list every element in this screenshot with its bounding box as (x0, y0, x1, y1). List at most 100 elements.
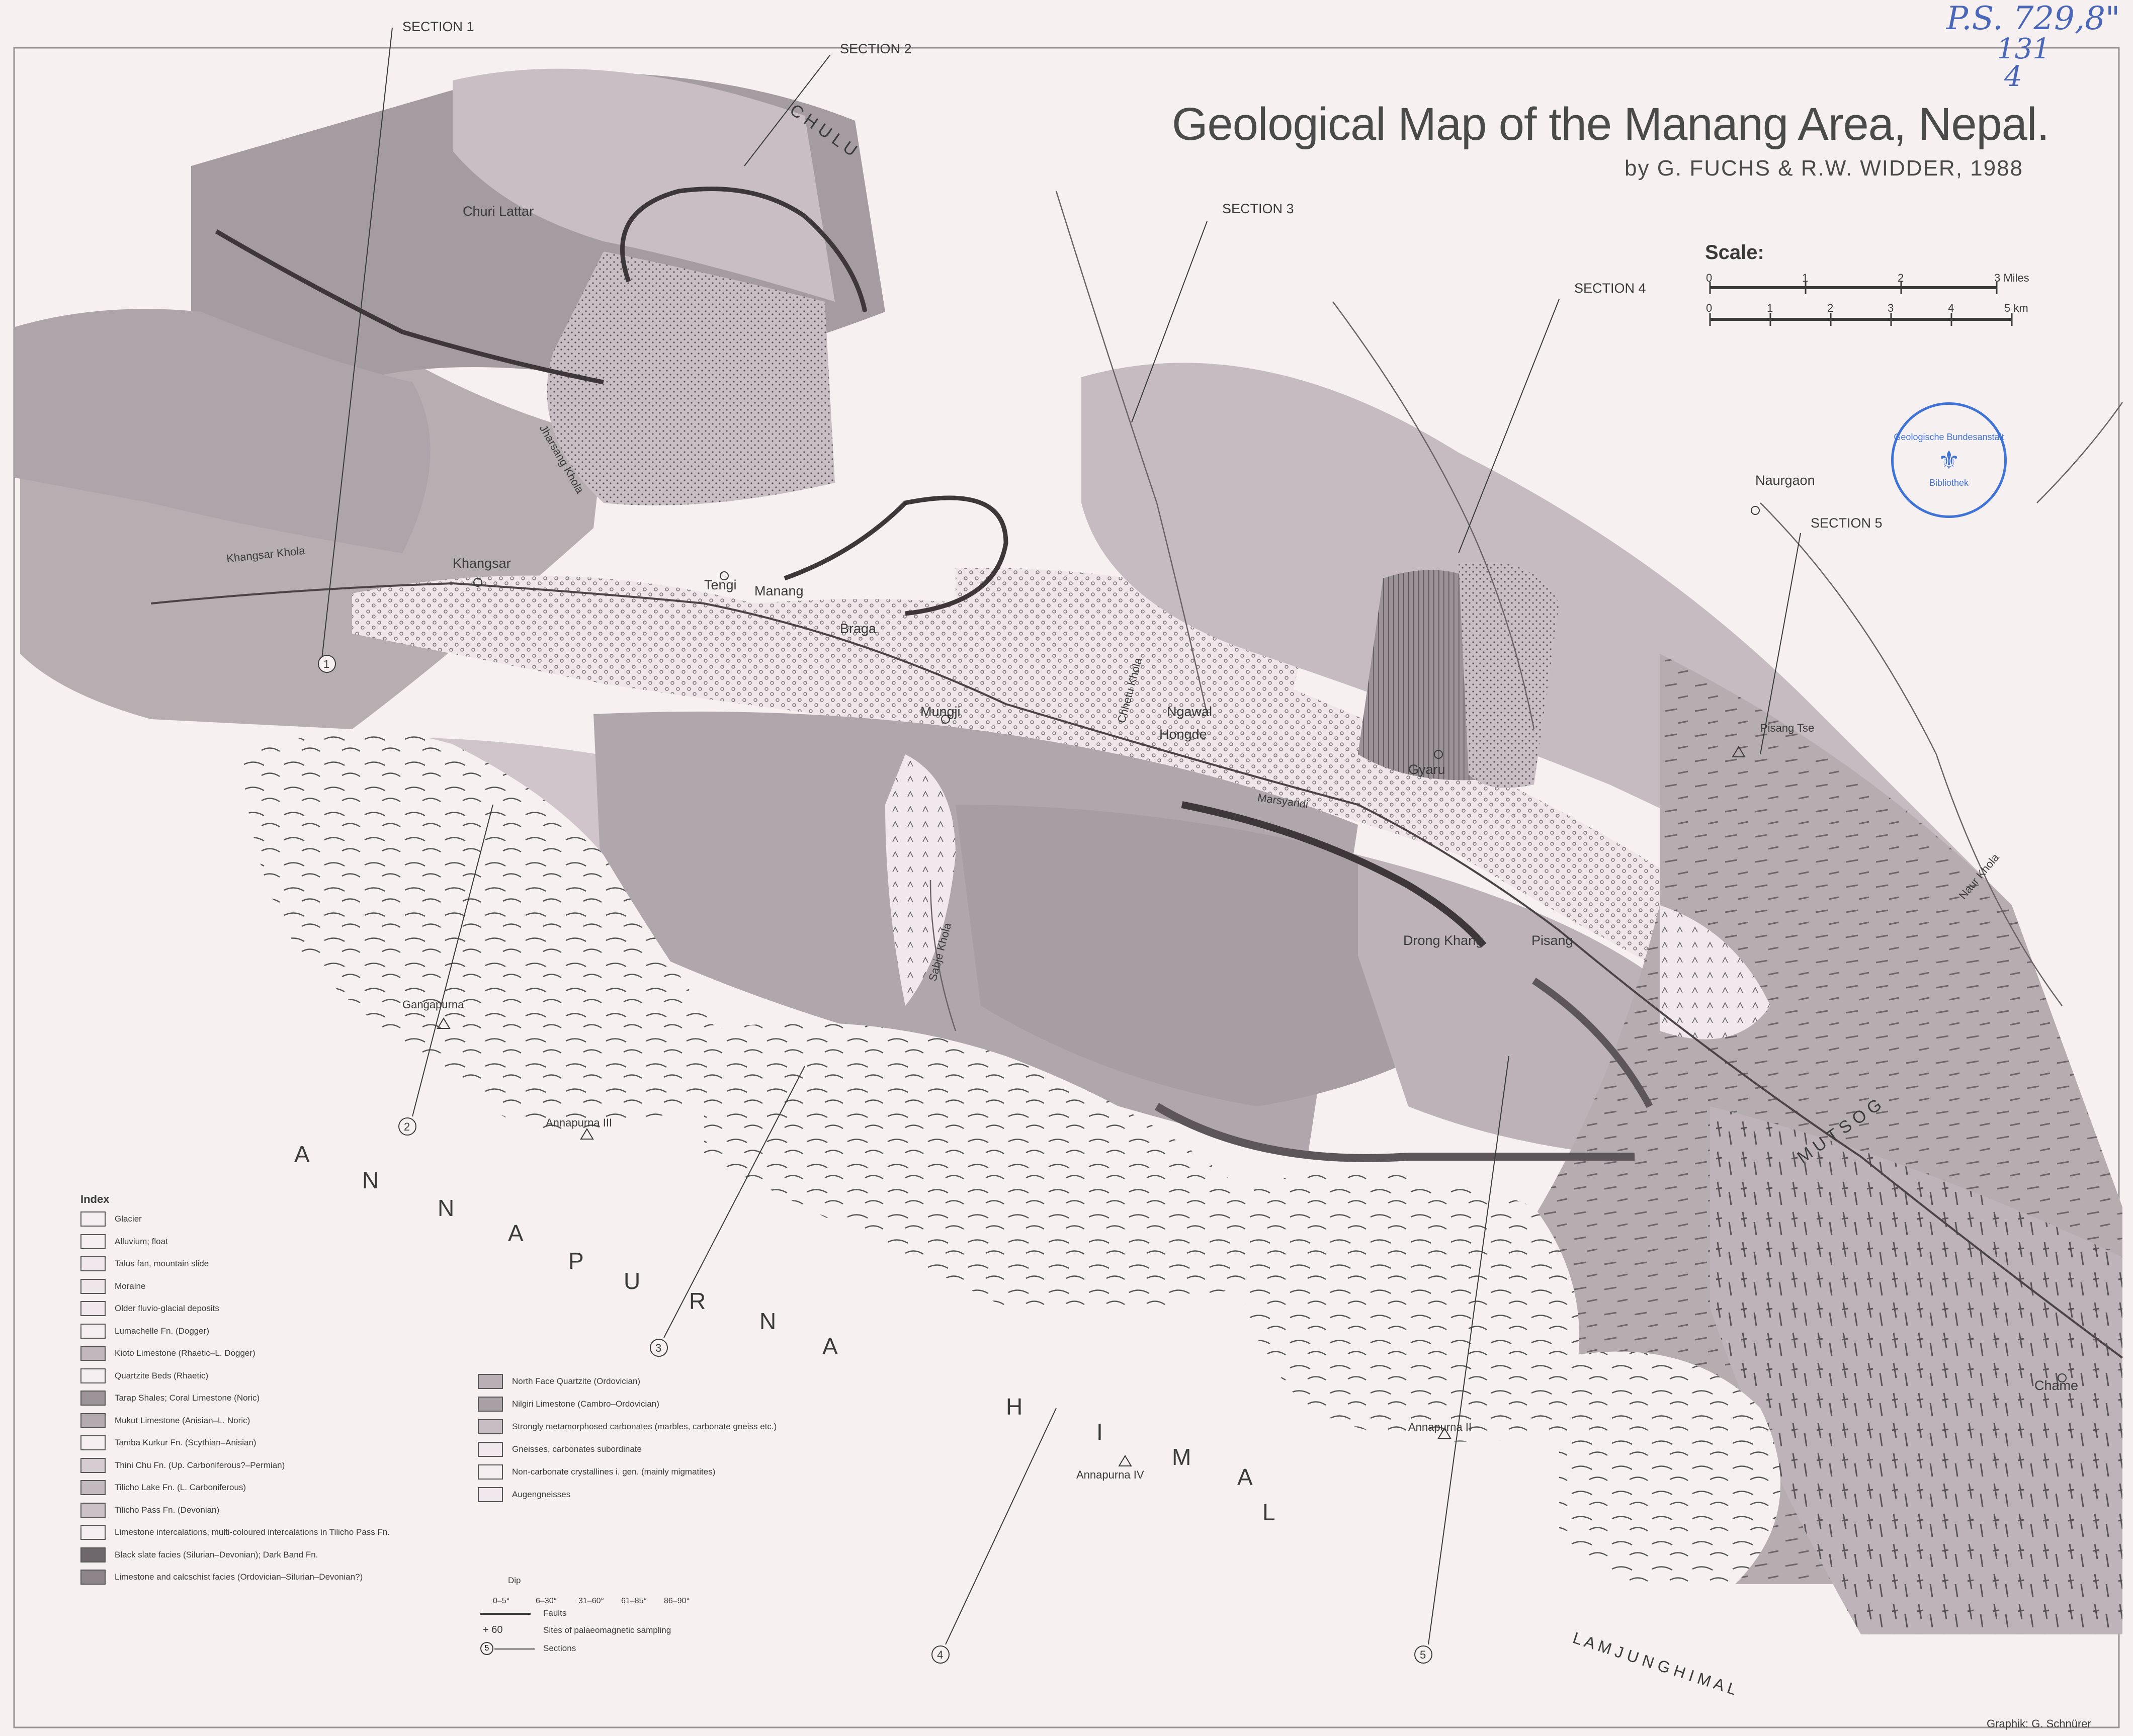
legend-swatch (478, 1374, 503, 1389)
legend-row: Black slate facies (Silurian–Devonian); … (80, 1545, 318, 1565)
legend-row: North Face Quartzite (Ordovician) (478, 1372, 640, 1391)
big-name-letter: A (294, 1141, 310, 1167)
place-hongde: Hongde (1159, 727, 1207, 742)
peak-annapurna-iii: Annapurna III (546, 1116, 613, 1129)
dip-61-85: 61–85° (621, 1597, 647, 1605)
legend-label: Kioto Limestone (Rhaetic–L. Dogger) (115, 1348, 255, 1358)
legend-swatch (80, 1413, 106, 1428)
legend-swatch (80, 1346, 106, 1361)
legend-label: Tarap Shales; Coral Limestone (Noric) (115, 1393, 260, 1403)
place-manang: Manang (754, 583, 804, 598)
place-mungji: Mungji (920, 704, 961, 719)
catalog-note-2: 131 (1997, 33, 2051, 65)
legend-swatch (80, 1368, 106, 1383)
place-naurgaon: Naurgaon (1755, 473, 1815, 488)
legend-row: Tilicho Lake Fn. (L. Carboniferous) (80, 1478, 246, 1497)
place-drong-khang: Drong Khang (1403, 933, 1484, 948)
big-name-letter: P (568, 1248, 584, 1274)
legend-row: Glacier (80, 1209, 142, 1229)
big-name-letter: U (624, 1268, 641, 1294)
map-title: Geological Map of the Manang Area, Nepal… (1172, 99, 2050, 150)
legend-swatch (478, 1464, 503, 1480)
legend-row: Tarap Shales; Coral Limestone (Noric) (80, 1388, 260, 1408)
place-pisang-tse: Pisang Tse (1760, 722, 1815, 734)
place-tengi: Tengi (704, 577, 737, 592)
legend-label: Tilicho Pass Fn. (Devonian) (115, 1505, 220, 1515)
scale-km-5: 5 km (2004, 302, 2028, 314)
legend-row: Limestone intercalations, multi-coloured… (80, 1523, 390, 1542)
big-name-letter: N (362, 1167, 379, 1193)
eagle-icon: ⚜ (1937, 446, 1960, 474)
section-marker-2: 2 (404, 1120, 410, 1133)
place-gyaru: Gyaru (1408, 762, 1445, 777)
legend-swatch (478, 1397, 503, 1412)
big-name-letter: N (438, 1195, 455, 1221)
section-marker-3: 3 (655, 1342, 662, 1354)
big-name-letter: L (1262, 1499, 1275, 1525)
legend-row: Moraine (80, 1277, 145, 1296)
legend-swatch (80, 1301, 106, 1316)
legend-label: Tamba Kurkur Fn. (Scythian–Anisian) (115, 1438, 257, 1447)
map-authors: by G. FUCHS & R.W. WIDDER, 1988 (1625, 156, 2024, 181)
graphics-credit: Graphik: G. Schnürer (1987, 1717, 2091, 1730)
scale-km-0: 0 (1706, 302, 1713, 314)
legend-swatch (80, 1547, 106, 1563)
legend-swatch (80, 1525, 106, 1540)
section-5-label: SECTION 5 (1811, 515, 1883, 531)
section-symbol: 5 (480, 1642, 493, 1655)
section-4-label: SECTION 4 (1574, 281, 1646, 296)
big-name-letter: A (508, 1220, 524, 1246)
big-name-letter: M (1172, 1444, 1191, 1470)
legend-label: Non-carbonate crystallines i. gen. (main… (512, 1467, 716, 1477)
legend-swatch (478, 1442, 503, 1457)
faults-label: Faults (543, 1608, 567, 1618)
legend-label: Talus fan, mountain slide (115, 1259, 209, 1268)
dip-0-5: 0–5° (493, 1597, 510, 1605)
fault-line-symbol (480, 1613, 531, 1615)
legend-label: Limestone and calcschist facies (Ordovic… (115, 1572, 363, 1582)
legend-swatch (80, 1211, 106, 1227)
place-chame: Chame (2034, 1378, 2079, 1393)
legend-row: Talus fan, mountain slide (80, 1254, 209, 1273)
legend-label: Tilicho Lake Fn. (L. Carboniferous) (115, 1483, 246, 1492)
legend-row: Augengneisses (478, 1485, 570, 1504)
section-marker-5: 5 (1420, 1648, 1426, 1661)
section-2-label: SECTION 2 (840, 41, 912, 56)
section-marker-4: 4 (937, 1648, 944, 1661)
legend-swatch (478, 1419, 503, 1434)
legend-row: Tamba Kurkur Fn. (Scythian–Anisian) (80, 1433, 257, 1452)
library-stamp: Geologische Bundesanstalt ⚜ Bibliothek (1891, 402, 2007, 518)
scale-mile-0: 0 (1706, 272, 1713, 284)
dip-6-30: 6–30° (536, 1597, 557, 1605)
legend-label: Alluvium; float (115, 1236, 168, 1246)
legend-row: Nilgiri Limestone (Cambro–Ordovician) (478, 1395, 659, 1414)
legend-swatch (80, 1256, 106, 1271)
legend-label: Moraine (115, 1281, 146, 1291)
legend-row: Kioto Limestone (Rhaetic–L. Dogger) (80, 1344, 255, 1363)
place-khangsar: Khangsar (453, 556, 511, 571)
scale-mile-3: 3 Miles (1994, 272, 2029, 284)
legend-label: Limestone intercalations, multi-coloured… (115, 1527, 390, 1537)
sections-label: Sections (543, 1643, 576, 1653)
legend-row: Quartzite Beds (Rhaetic) (80, 1366, 208, 1385)
dip-86-90: 86–90° (664, 1597, 690, 1605)
big-name-letter: N (759, 1308, 777, 1334)
legend-label: Quartzite Beds (Rhaetic) (115, 1370, 209, 1380)
legend-swatch (80, 1435, 106, 1450)
place-braga: Braga (840, 621, 877, 636)
legend-label: Augengneisses (512, 1490, 571, 1499)
peak-gangapurna: Gangapurna (402, 998, 464, 1011)
catalog-note-1: P.S. 729,8" (1946, 0, 2120, 37)
legend-label: Lumachelle Fn. (Dogger) (115, 1326, 210, 1336)
legend-label: Thini Chu Fn. (Up. Carboniferous?–Permia… (115, 1460, 285, 1470)
legend-label: Black slate facies (Silurian–Devonian); … (115, 1549, 318, 1559)
legend-row: Lumachelle Fn. (Dogger) (80, 1322, 209, 1341)
legend-label: Strongly metamorphosed carbonates (marbl… (512, 1422, 777, 1431)
legend-row: Mukut Limestone (Anisian–L. Noric) (80, 1411, 250, 1430)
legend-row: Limestone and calcschist facies (Ordovic… (80, 1568, 363, 1587)
section-3-label: SECTION 3 (1222, 201, 1294, 216)
legend-swatch (80, 1570, 106, 1585)
legend-row: Tilicho Pass Fn. (Devonian) (80, 1501, 219, 1520)
legend-label: Older fluvio-glacial deposits (115, 1304, 219, 1313)
